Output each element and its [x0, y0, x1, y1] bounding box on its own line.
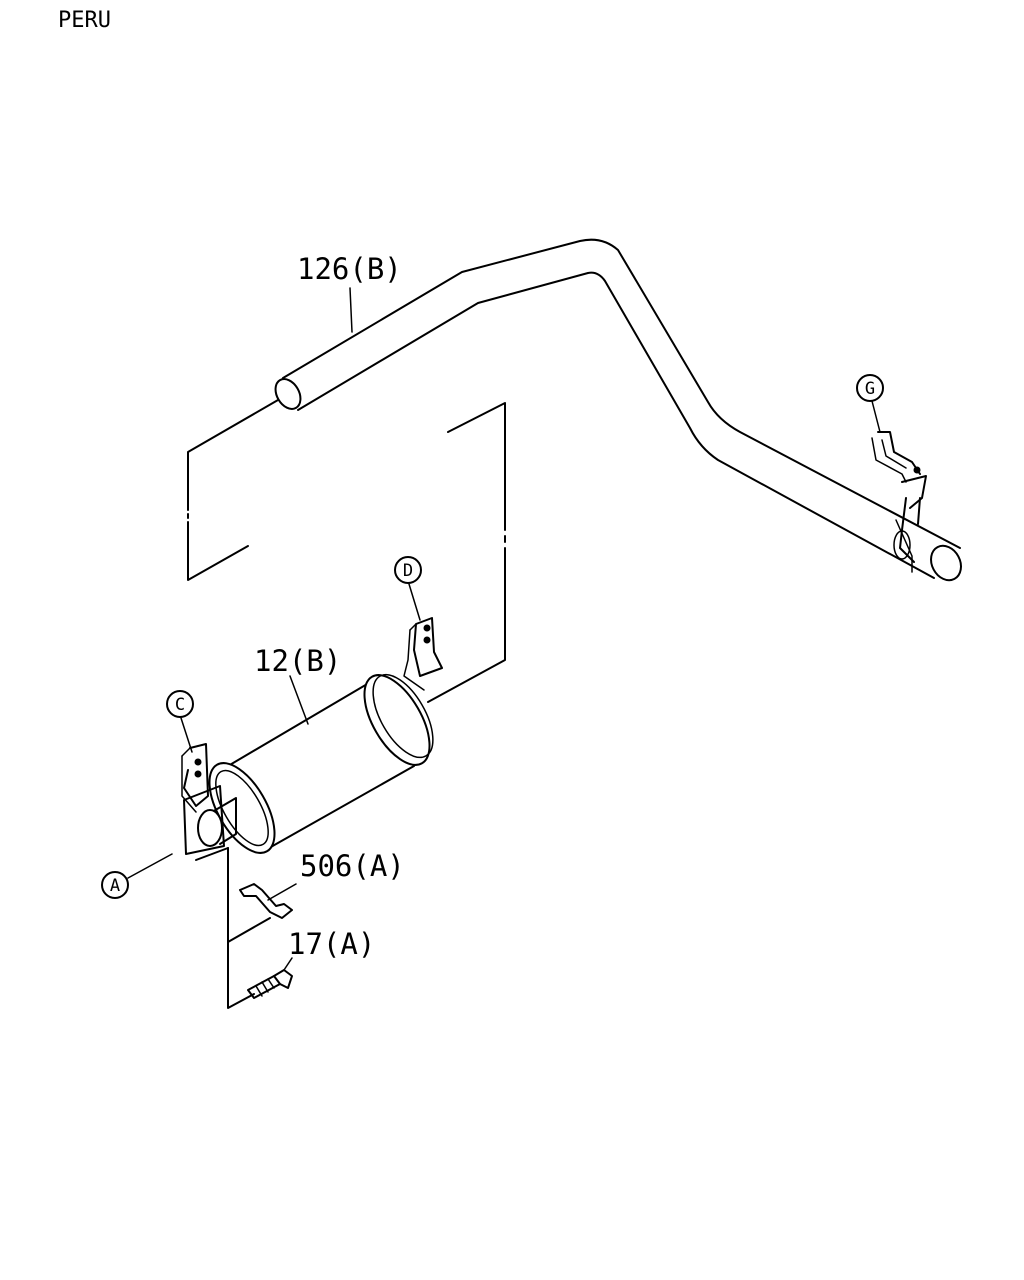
region-label: PERU — [58, 8, 111, 33]
part-label-12b: 12(B) — [254, 644, 341, 678]
part-label-126b: 126(B) — [297, 252, 402, 286]
callout-a-label: A — [110, 876, 120, 896]
part-label-506a: 506(A) — [300, 849, 405, 883]
hanger-bracket-d[interactable] — [403, 617, 443, 691]
connection-lines-upper — [187, 399, 506, 703]
callout-c-label: C — [175, 695, 185, 715]
leader-lines — [127, 287, 881, 971]
hanger-bracket-c[interactable] — [181, 743, 209, 813]
bolt-506a[interactable] — [239, 883, 293, 919]
callout-g-label: G — [865, 379, 875, 399]
tail-pipe[interactable] — [270, 238, 966, 586]
callout-d: D — [394, 556, 422, 584]
silencer[interactable] — [183, 665, 445, 864]
callout-d-label: D — [403, 561, 413, 581]
part-label-17a: 17(A) — [288, 927, 375, 961]
hanger-bracket-g[interactable] — [871, 431, 927, 573]
callout-g: G — [856, 374, 884, 402]
callout-a: A — [101, 871, 129, 899]
callout-c: C — [166, 690, 194, 718]
connection-lines-lower — [195, 847, 271, 1009]
